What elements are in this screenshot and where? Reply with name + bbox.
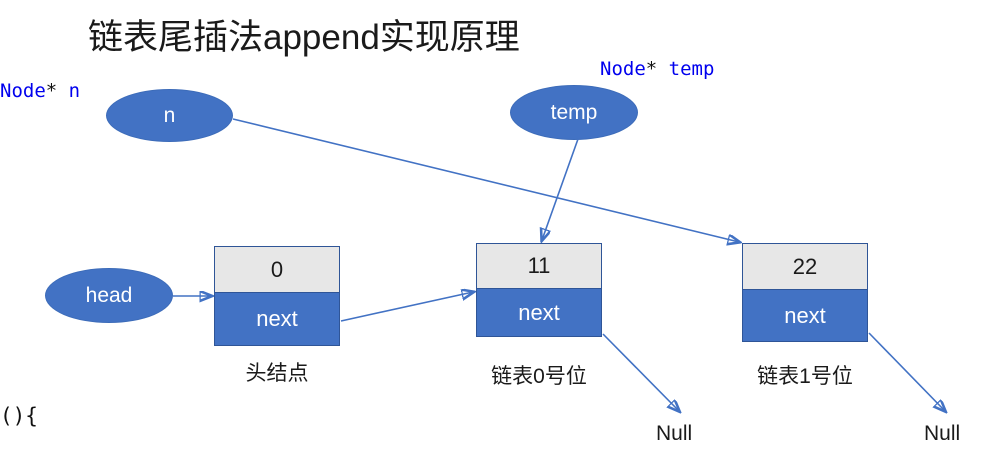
declaration-temp: Node* temp [600, 58, 714, 80]
arrow-node-0-to-null [602, 333, 679, 411]
declaration-n-star: * [45, 80, 58, 102]
node-box-1[interactable]: 22 next [742, 243, 868, 342]
code-tail-text: (){ [0, 404, 38, 428]
node-box-head-next: next [215, 293, 339, 345]
page-title: 链表尾插法append实现原理 [88, 18, 520, 57]
declaration-temp-star: * [645, 58, 658, 80]
node-box-head-value: 0 [215, 247, 339, 293]
node-box-head[interactable]: 0 next [214, 246, 340, 346]
pointer-ellipse-temp[interactable]: temp [510, 85, 638, 140]
pointer-ellipse-head[interactable]: head [45, 268, 173, 323]
node-box-1-next: next [743, 290, 867, 341]
declaration-temp-name: temp [668, 58, 715, 80]
pointer-ellipse-n-label: n [163, 103, 176, 127]
arrow-node-head-to-node-0 [340, 292, 473, 322]
arrow-node-1-to-null [868, 332, 945, 411]
node-box-head-caption: 头结点 [245, 362, 309, 385]
node-box-0-value: 11 [477, 244, 601, 289]
declaration-temp-type: Node [600, 58, 646, 80]
pointer-ellipse-temp-label: temp [550, 100, 598, 124]
declaration-n: Node* n [0, 80, 80, 102]
null-label-0: Null [656, 422, 693, 445]
node-box-0-caption: 链表0号位 [491, 365, 587, 388]
null-label-1: Null [924, 422, 961, 445]
declaration-n-type: Node [0, 80, 46, 102]
node-box-1-caption: 链表1号位 [757, 365, 853, 388]
declaration-n-name: n [68, 80, 81, 102]
node-box-0[interactable]: 11 next [476, 243, 602, 337]
node-box-0-next: next [477, 289, 601, 336]
node-box-1-value: 22 [743, 244, 867, 290]
arrow-temp-to-node-0 [542, 138, 579, 240]
pointer-ellipse-head-label: head [85, 283, 133, 307]
pointer-ellipse-n[interactable]: n [106, 89, 233, 142]
arrow-n-to-node-1 [232, 118, 739, 242]
